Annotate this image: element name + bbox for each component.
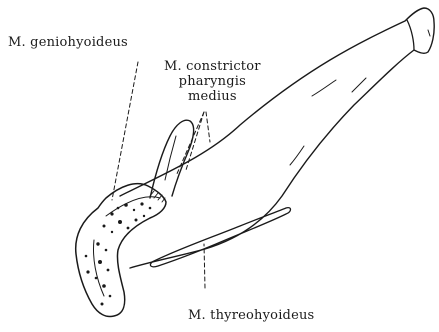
greater-horn-tip-mark: [428, 30, 430, 36]
hyoid-body-outline: [76, 184, 166, 317]
greater-horn-tip: [407, 20, 414, 50]
leader-constrictor-3: [206, 112, 210, 142]
label-constrictor-pharyngis-medius: M. constrictor pharyngis medius: [164, 59, 261, 104]
hyoid-body-inner-contour: [106, 197, 160, 216]
lesser-horn-outline: [150, 120, 194, 198]
greater-horn-shading-3: [290, 146, 304, 165]
leader-geniohyoideus: [112, 62, 138, 200]
label-thyreohyoideus: M. thyreohyoideus: [188, 308, 314, 323]
label-constrictor-line-2: pharyngis: [164, 74, 261, 89]
label-constrictor-line-1: M. constrictor: [164, 59, 261, 74]
hyoid-body-ridge: [93, 240, 104, 296]
leader-thyreohyoideus: [204, 244, 205, 288]
greater-horn-outline: [120, 8, 434, 268]
greater-horn-shading-2: [352, 78, 366, 92]
greater-horn-shading: [312, 80, 336, 96]
label-constrictor-line-3: medius: [164, 89, 261, 104]
label-geniohyoideus: M. geniohyoideus: [8, 35, 128, 50]
